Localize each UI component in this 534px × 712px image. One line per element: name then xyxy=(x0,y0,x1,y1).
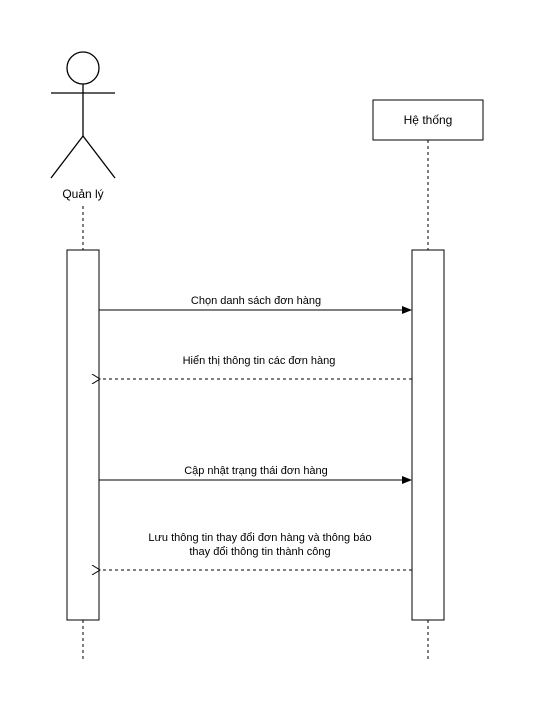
message-label: Hiển thị thông tin các đơn hàng xyxy=(183,355,336,367)
message-label: Cập nhật trạng thái đơn hàng xyxy=(184,465,328,477)
actor-manager: Quản lý xyxy=(50,51,116,201)
message-label-line-2: thay đổi thông tin thành công xyxy=(189,546,330,558)
message-update-status: Cập nhật trạng thái đơn hàng xyxy=(99,465,412,484)
actor-head xyxy=(66,51,100,85)
message-save-notify: Lưu thông tin thay đổi đơn hàng và thông… xyxy=(100,532,412,570)
participant-system: Hệ thống xyxy=(372,99,484,141)
actor-left-leg xyxy=(50,135,84,179)
actor-manager-label: Quản lý xyxy=(62,187,103,201)
message-select-orders: Chọn danh sách đơn hàng xyxy=(99,295,412,314)
message-show-orders: Hiển thị thông tin các đơn hàng xyxy=(100,355,412,379)
actor-right-leg xyxy=(82,135,116,179)
message-label: Chọn danh sách đơn hàng xyxy=(191,295,321,307)
activation-bar-manager xyxy=(66,249,100,621)
participant-system-box xyxy=(372,99,484,141)
participant-system-label: Hệ thống xyxy=(404,113,453,127)
message-label-line-1: Lưu thông tin thay đổi đơn hàng và thông… xyxy=(148,532,371,544)
activation-bar-system xyxy=(411,249,445,621)
